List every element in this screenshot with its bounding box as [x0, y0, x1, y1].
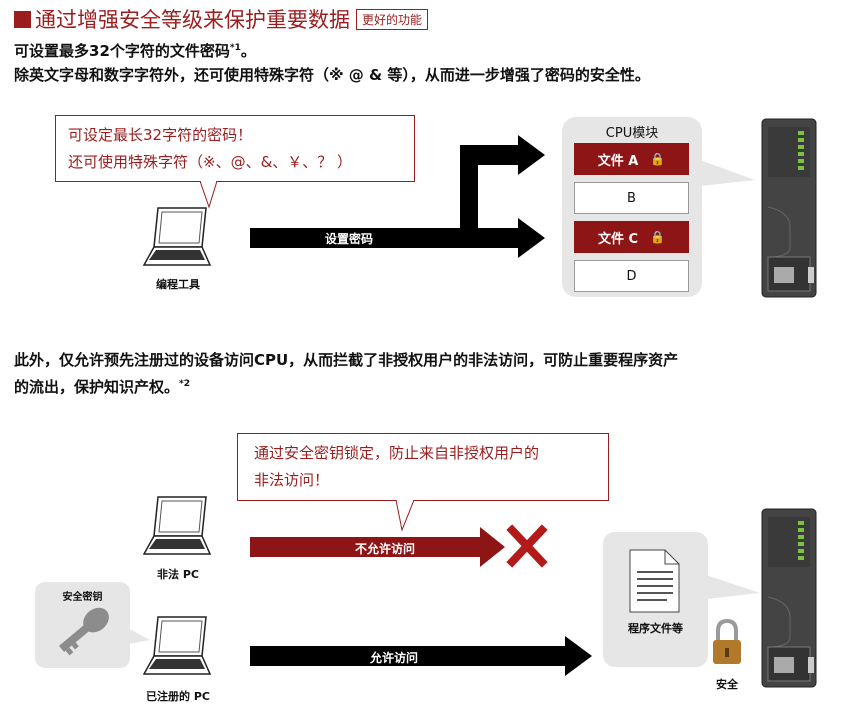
- registered-pc-label: 已注册的 PC: [146, 690, 210, 703]
- cpu-hardware-icon: [761, 118, 817, 298]
- program-file-label: 程序文件等: [628, 622, 683, 635]
- section2-line2: 的流出，保护知识产权。: [14, 378, 180, 396]
- callout2-line2: 非法访问！: [254, 471, 330, 489]
- callout2-tail: [395, 500, 415, 532]
- illegal-pc-laptop-icon: [142, 496, 212, 555]
- callout-line1: 可设定最长32字符的密码！: [68, 126, 253, 144]
- illegal-pc-label: 非法 PC: [157, 568, 199, 581]
- file-d: D: [574, 260, 689, 292]
- allow-access-label: 允许访问: [370, 651, 419, 665]
- deny-x-icon: [506, 524, 548, 568]
- deny-arrow: [250, 527, 505, 567]
- file-c-label: 文件 C: [597, 231, 639, 247]
- cpu-panel-pointer: [700, 160, 755, 186]
- program-panel-pointer: [706, 575, 760, 599]
- file-c: 文件 C 🔒: [574, 221, 689, 253]
- lock-icon: 🔒: [650, 230, 666, 244]
- section1-paragraph: 可设置最多32个字符的文件密码*1。 除英文字母和数字字符外，还可使用特殊字符（…: [14, 36, 650, 87]
- document-icon: [629, 549, 680, 613]
- section1-line2: 除英文字母和数字字符外，还可使用特殊字符（※ @ & 等），从而进一步增强了密码…: [14, 66, 650, 84]
- cpu-module-title: CPU模块: [605, 126, 659, 141]
- security-key-label: 安全密钥: [62, 592, 103, 603]
- key-pointer: [128, 628, 150, 644]
- page-title: 通过增强安全等级来保护重要数据更好的功能: [14, 4, 429, 34]
- section1-line1-end: 。: [240, 42, 256, 60]
- title-square-icon: [14, 11, 31, 28]
- security-key-panel: [35, 582, 130, 668]
- password-callout: 可设定最长32字符的密码！ 还可使用特殊字符（※、@、&、￥、？ ）: [55, 115, 415, 182]
- title-text: 通过增强安全等级来保护重要数据: [35, 8, 350, 32]
- registered-pc-laptop-icon: [142, 616, 212, 675]
- section1-line1: 可设置最多32个字符的文件密码: [14, 42, 230, 60]
- file-b-label: B: [627, 190, 636, 206]
- safe-label: 安全: [716, 678, 738, 691]
- padlock-icon: [713, 618, 741, 664]
- feature-badge: 更好的功能: [356, 9, 429, 30]
- cpu-hardware-icon: [761, 508, 817, 688]
- section2-paragraph: 此外，仅允许预先注册过的设备访问CPU，从而拦截了非授权用户的非法访问，可防止重…: [14, 348, 678, 399]
- programming-tool-laptop-icon: [142, 207, 212, 266]
- footnote-2: *2: [179, 379, 190, 389]
- section2-line1: 此外，仅允许预先注册过的设备访问CPU，从而拦截了非授权用户的非法访问，可防止重…: [14, 351, 679, 369]
- callout-line2: 还可使用特殊字符（※、@、&、￥、？ ）: [68, 153, 353, 171]
- file-b: B: [574, 182, 689, 214]
- file-a-label: 文件 A: [597, 153, 639, 169]
- set-password-arrow: [250, 135, 545, 258]
- file-d-label: D: [626, 268, 637, 284]
- security-key-callout: 通过安全密钥锁定，防止来自非授权用户的 非法访问！: [237, 433, 609, 501]
- set-password-label: 设置密码: [325, 232, 374, 246]
- deny-access-label: 不允许访问: [355, 542, 416, 556]
- programming-tool-label: 编程工具: [156, 278, 200, 291]
- callout-tail: [199, 181, 218, 209]
- key-icon: [58, 607, 109, 656]
- file-a: 文件 A 🔒: [574, 143, 689, 175]
- lock-icon: 🔒: [650, 152, 666, 166]
- callout2-line1: 通过安全密钥锁定，防止来自非授权用户的: [254, 444, 540, 462]
- footnote-1: *1: [229, 43, 241, 53]
- allow-arrow: [250, 636, 592, 676]
